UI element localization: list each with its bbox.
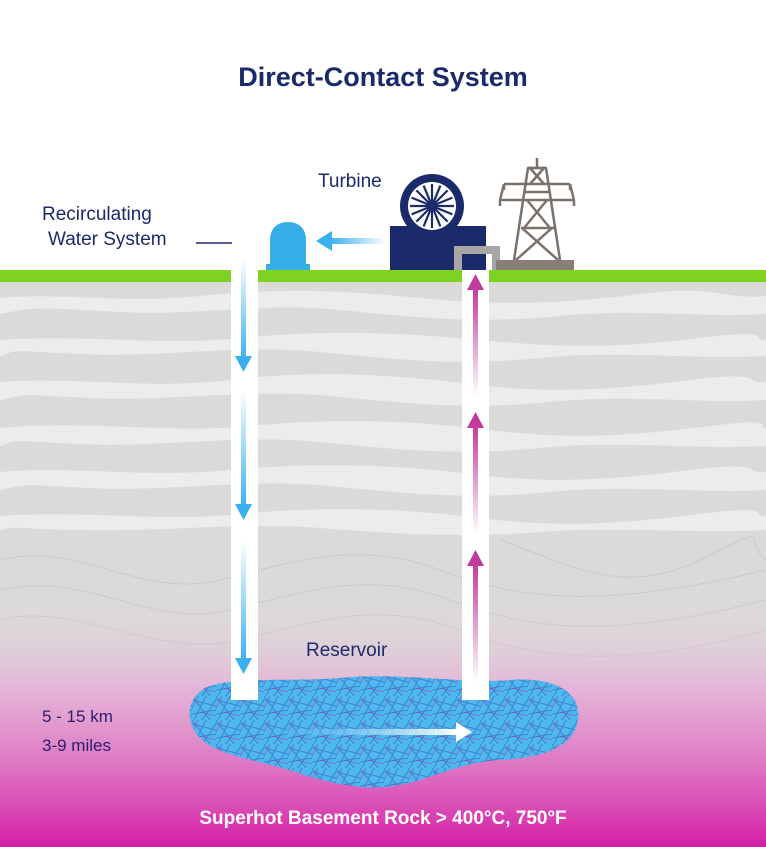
- reservoir-flow-arrow: [252, 722, 472, 742]
- reservoir-label: Reservoir: [306, 640, 388, 661]
- recirculating-label-line2: Water System: [48, 229, 167, 250]
- injection-flow-arrows: [235, 258, 252, 674]
- ground-surface: [0, 270, 766, 282]
- recirculating-water-label: Recirculating Water System: [42, 202, 167, 252]
- turbine-icon: [390, 174, 486, 270]
- turbine-label: Turbine: [318, 171, 382, 192]
- recirculating-label-line1: Recirculating: [42, 204, 152, 225]
- pump-flow-arrow: [316, 231, 386, 251]
- depth-miles-label: 3-9 miles: [42, 736, 111, 755]
- diagram-title: Direct-Contact System: [238, 62, 528, 92]
- transmission-tower-icon: [496, 158, 576, 270]
- production-flow-arrows: [467, 274, 484, 682]
- basement-rock-label: Superhot Basement Rock > 400°C, 750°F: [199, 808, 567, 829]
- depth-km-label: 5 - 15 km: [42, 707, 113, 726]
- pump-icon: [266, 222, 310, 270]
- rock-strata: [0, 290, 766, 535]
